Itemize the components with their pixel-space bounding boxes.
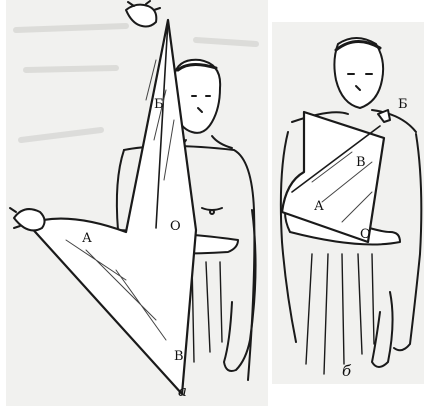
label-b-top: Б [154, 98, 164, 111]
illustration-panel-b: Б В А О б [272, 22, 424, 384]
label-v-bottom: В [174, 350, 184, 363]
label-a-left: А [314, 200, 324, 213]
bandage-application-drawing-b [272, 22, 424, 384]
label-o-center: О [170, 220, 181, 233]
label-b-top: Б [398, 98, 408, 111]
bandage-application-drawing-a [6, 0, 268, 406]
label-a-left: А [82, 232, 92, 245]
caption-b: б [342, 364, 351, 379]
label-v-mid: В [356, 156, 366, 169]
caption-a: а [178, 384, 187, 399]
label-o-center: О [360, 228, 371, 241]
illustration-panel-a: Б А О В а [6, 0, 268, 406]
